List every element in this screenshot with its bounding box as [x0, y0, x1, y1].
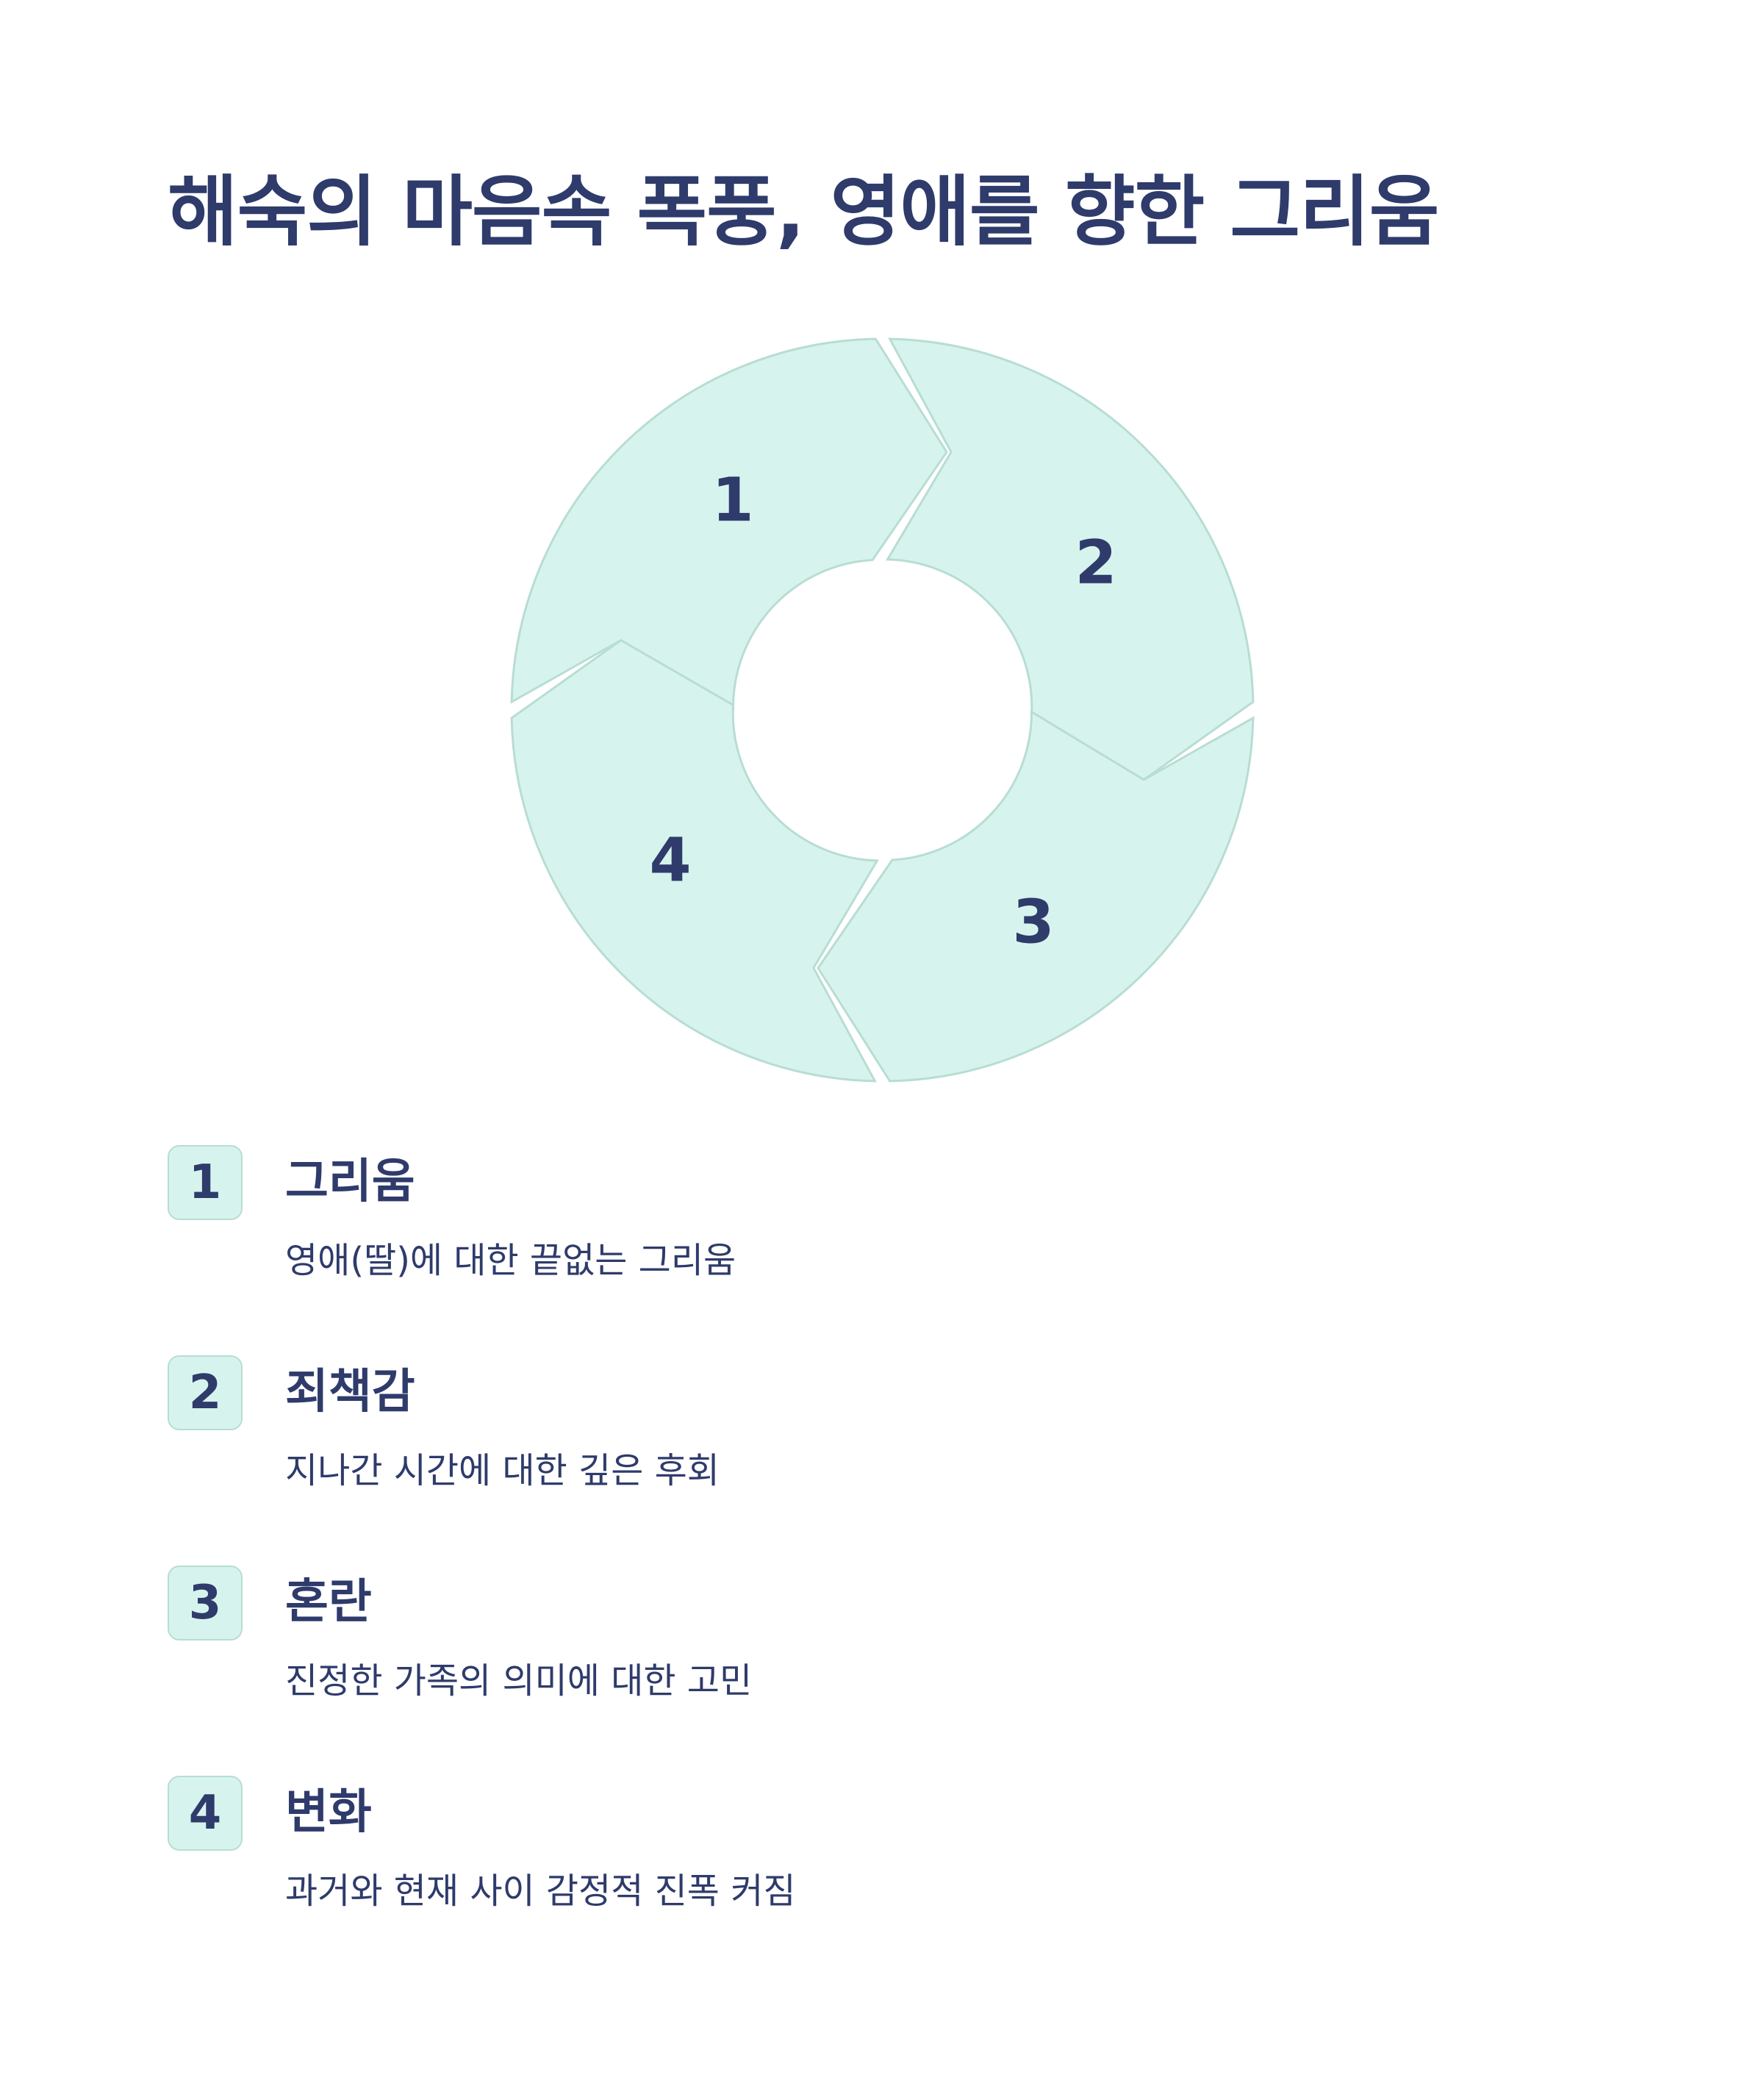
cycle-segment-label: 1	[711, 466, 753, 536]
legend-item: 1 그리움 영애(딸)에 대한 끝없는 그리움	[168, 1145, 1638, 1355]
page-title: 해숙의 마음속 폭풍, 영애를 향한 그리움	[168, 167, 1439, 257]
cycle-segment-label: 3	[1012, 888, 1054, 958]
legend-badge: 2	[168, 1355, 243, 1430]
legend-title: 변화	[285, 1785, 372, 1840]
legend: 1 그리움 영애(딸)에 대한 끝없는 그리움 2 죄책감 지나간 시간에 대한…	[168, 1145, 1638, 1986]
legend-item: 3 혼란 진정한 가족의 의미에 대한 고민	[168, 1566, 1638, 1776]
cycle-segment-2	[886, 337, 1255, 781]
legend-item: 2 죄책감 지나간 시간에 대한 깊은 후회	[168, 1355, 1638, 1566]
legend-badge: 3	[168, 1566, 243, 1640]
legend-description: 지나간 시간에 대한 깊은 후회	[285, 1450, 720, 1491]
legend-item: 4 변화 과거와 현재 사이 감정적 진폭 커짐	[168, 1776, 1638, 1986]
legend-description: 영애(딸)에 대한 끝없는 그리움	[285, 1240, 736, 1281]
legend-badge: 1	[168, 1145, 243, 1220]
cycle-segment-label: 4	[649, 826, 691, 896]
cycle-segment-4	[510, 639, 879, 1083]
legend-badge: 4	[168, 1776, 243, 1851]
legend-title: 혼란	[285, 1575, 372, 1629]
cycle-segment-1	[510, 337, 948, 711]
cycle-diagram: 1 2 3 4	[510, 337, 1255, 1083]
legend-title: 그리움	[285, 1155, 415, 1209]
legend-description: 진정한 가족의 의미에 대한 고민	[285, 1660, 753, 1701]
cycle-segment-3	[817, 709, 1255, 1083]
cycle-segment-label: 2	[1075, 528, 1116, 598]
legend-description: 과거와 현재 사이 감정적 진폭 커짐	[285, 1871, 796, 1912]
legend-title: 죄책감	[285, 1365, 415, 1419]
